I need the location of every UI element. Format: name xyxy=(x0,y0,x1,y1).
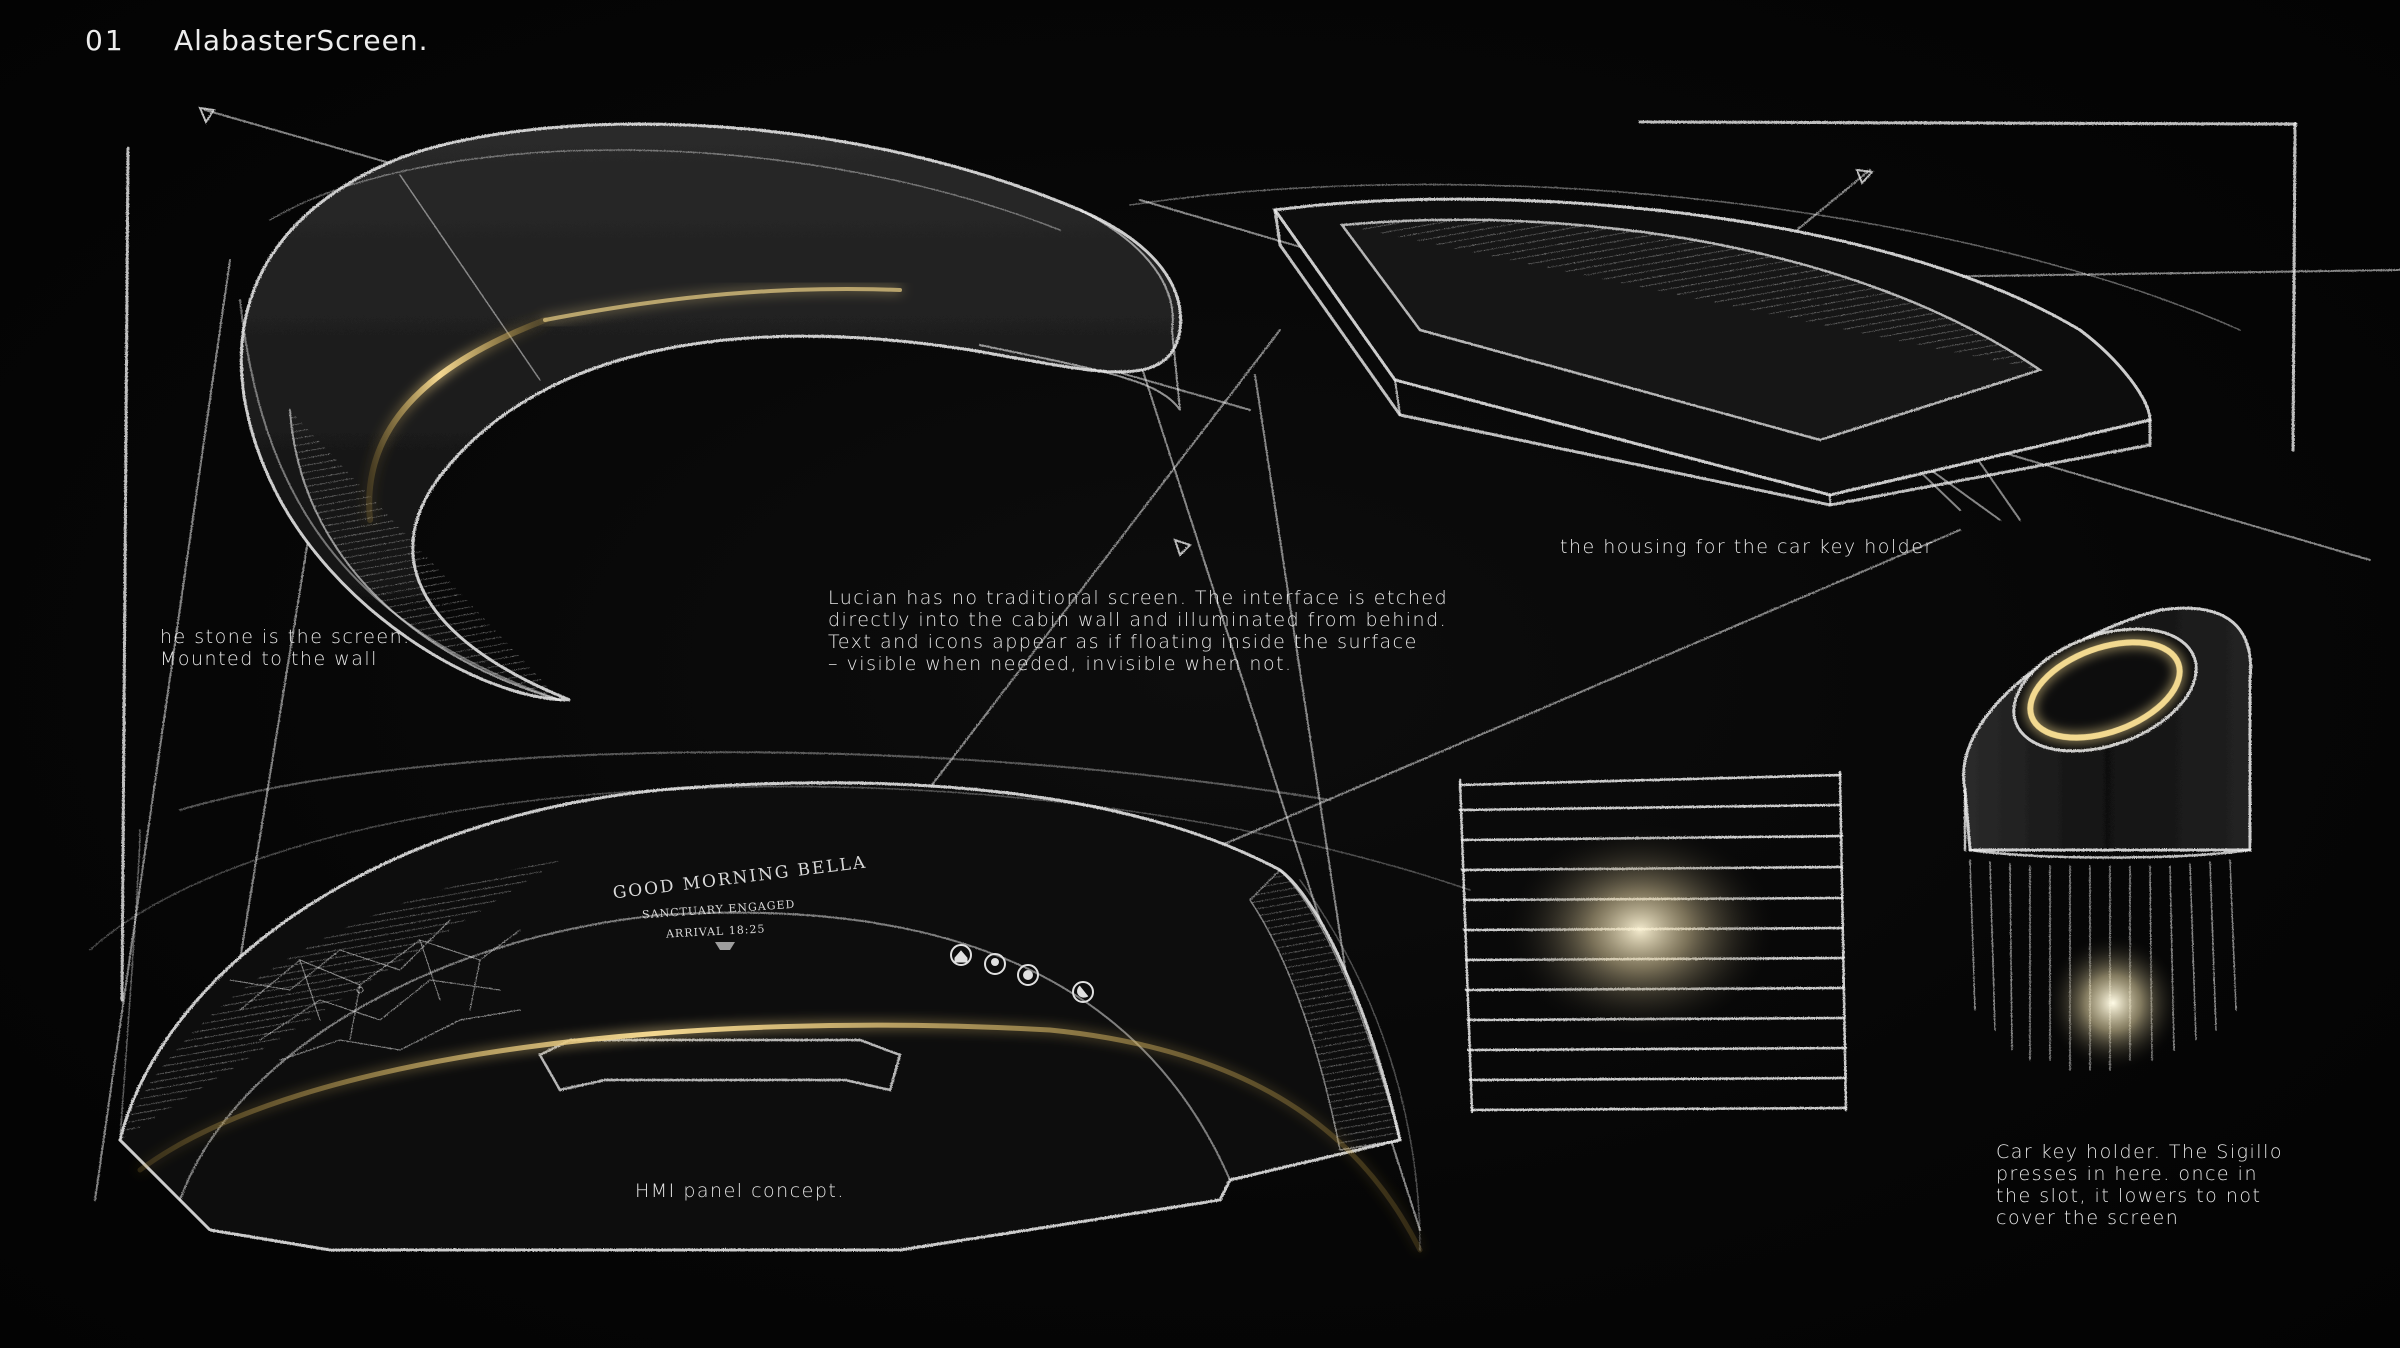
note-housing: the housing for the car key holder xyxy=(1560,536,1934,558)
note-line: presses in here. once in xyxy=(1996,1163,2258,1185)
key-holder-glow-ring xyxy=(2027,639,2183,741)
frame-line-right xyxy=(2291,122,2297,452)
location-pin-icon xyxy=(984,953,1006,975)
marker-triangle xyxy=(1173,538,1192,557)
note-interface-description: Lucian has no traditional screen. The in… xyxy=(828,587,1448,675)
frame-line-top-right xyxy=(1638,120,2298,126)
note-line: he stone is the screen. xyxy=(160,626,411,648)
note-line: HMI panel concept. xyxy=(635,1180,845,1202)
marker-triangle xyxy=(1855,168,1875,185)
key-holder-light-blob xyxy=(2043,933,2183,1073)
etched-map-icon xyxy=(229,919,521,1061)
note-line: Car key holder. The Sigillo xyxy=(1996,1141,2283,1163)
note-line: directly into the cabin wall and illumin… xyxy=(828,609,1448,631)
hmi-glow-arc xyxy=(137,1022,1423,1253)
hmi-panel-sketch xyxy=(89,751,1471,1252)
note-stone-screen: he stone is the screen. Mounted to the w… xyxy=(160,626,411,670)
settings-icon xyxy=(1017,964,1039,986)
page-title: AlabasterScreen. xyxy=(174,24,429,57)
hmi-beam-cap xyxy=(715,942,735,950)
note-line: Lucian has no traditional screen. The in… xyxy=(828,587,1449,609)
note-line: Text and icons appear as if floating ins… xyxy=(828,631,1418,653)
marker-triangle xyxy=(198,106,216,125)
key-holder-housing-sketch xyxy=(1129,183,2241,507)
stone-glow-arc xyxy=(366,317,548,523)
hmi-etched-icons xyxy=(950,944,1094,1003)
page-number: 01 xyxy=(85,24,125,57)
stone-glow-arc-upper xyxy=(543,287,902,322)
note-line: the housing for the car key holder xyxy=(1560,536,1934,558)
home-icon xyxy=(950,944,972,966)
moon-icon xyxy=(1072,981,1094,1003)
stone-screen-sketch xyxy=(239,122,1183,702)
note-key-holder: Car key holder. The Sigillo presses in h… xyxy=(1996,1141,2283,1229)
backlit-panel-glow xyxy=(1500,820,1780,1040)
frame-line-left xyxy=(120,146,130,1002)
note-line: cover the screen xyxy=(1996,1207,2180,1229)
note-line: Mounted to the wall xyxy=(160,648,378,670)
note-line: – visible when needed, invisible when no… xyxy=(828,653,1293,675)
note-hmi-panel: HMI panel concept. xyxy=(635,1180,845,1202)
note-line: the slot, it lowers to not xyxy=(1996,1185,2262,1207)
